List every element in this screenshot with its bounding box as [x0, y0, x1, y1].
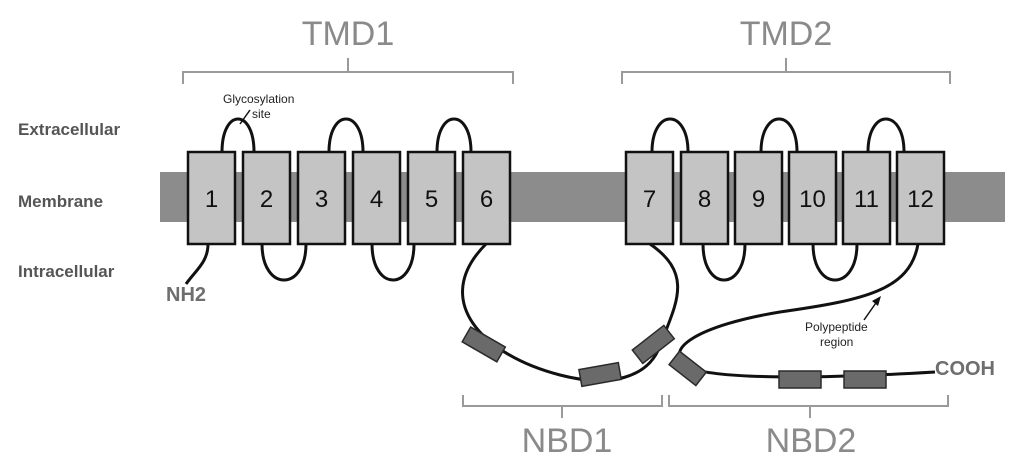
helix-5: 5	[406, 150, 457, 246]
helix-9: 9	[733, 150, 784, 246]
glycosylation-pointer	[239, 109, 251, 125]
helix-11-number: 11	[854, 186, 879, 213]
chain-helix12-to-nbd2	[677, 243, 936, 379]
helix-12-number: 12	[907, 186, 934, 213]
extracellular-loop-1-2	[220, 117, 256, 153]
intracellular-label: Intracellular	[18, 262, 115, 281]
nbd1-bracket	[462, 395, 663, 418]
extracellular-loop-3-4	[327, 117, 365, 153]
glycosylation-label-line2: site	[252, 107, 271, 121]
nbd1-box-2	[578, 361, 623, 388]
nbd2-box-3	[843, 370, 887, 389]
intracellular-loop-8-9	[701, 243, 747, 282]
helix-1-number: 1	[205, 186, 218, 213]
helix-3-number: 3	[315, 186, 328, 213]
helix-12: 12	[895, 150, 946, 246]
helix-6: 6	[461, 150, 512, 246]
nbd1-box-1	[461, 326, 507, 363]
helix-7: 7	[624, 150, 675, 246]
nbd2-box-1	[668, 350, 708, 387]
helix-10-number: 10	[799, 186, 826, 213]
n-terminus-tail	[184, 243, 210, 285]
polypeptide-pointer-arrowhead	[872, 296, 881, 306]
helix-2: 2	[241, 150, 292, 246]
tmd2-bracket	[621, 58, 951, 84]
nbd1-label: NBD1	[522, 422, 613, 458]
intracellular-loop-4-5	[370, 243, 416, 282]
helix-4-number: 4	[370, 186, 383, 213]
c-terminus-label: COOH	[935, 358, 995, 380]
helix-6-number: 6	[480, 186, 493, 213]
intracellular-loop-10-11	[811, 243, 859, 282]
extracellular-label: Extracellular	[18, 120, 120, 139]
tmd1-bracket	[182, 58, 514, 84]
helix-8-number: 8	[698, 186, 711, 213]
extracellular-loop-11-12	[866, 117, 906, 153]
tmd2-label: TMD2	[740, 15, 833, 53]
extracellular-loop-7-8	[650, 117, 690, 153]
helix-5-number: 5	[425, 186, 438, 213]
tmd1-label: TMD1	[302, 15, 395, 53]
helix-11: 11	[841, 150, 892, 246]
helix-8: 8	[679, 150, 730, 246]
membrane-label: Membrane	[18, 192, 103, 211]
nbd1-box-3	[631, 324, 676, 365]
nbd2-bracket	[668, 395, 949, 418]
nbd2-label: NBD2	[766, 422, 857, 458]
nbd2-box-2	[778, 370, 822, 389]
helix-9-number: 9	[752, 186, 765, 213]
helix-7-number: 7	[643, 186, 656, 213]
helix-3: 3	[296, 150, 347, 246]
intracellular-loop-2-3	[260, 243, 308, 282]
extracellular-loop-9-10	[759, 117, 799, 153]
extracellular-loop-5-6	[435, 117, 473, 153]
helix-10: 10	[787, 150, 838, 246]
helix-4: 4	[351, 150, 402, 246]
glycosylation-label-line1: Glycosylation	[223, 92, 294, 106]
polypeptide-label-line2: region	[820, 335, 853, 349]
n-terminus-label: NH2	[166, 284, 206, 306]
polypeptide-label-line1: Polypeptide	[805, 320, 868, 334]
helix-1: 1	[186, 150, 237, 246]
helix-2-number: 2	[260, 186, 273, 213]
